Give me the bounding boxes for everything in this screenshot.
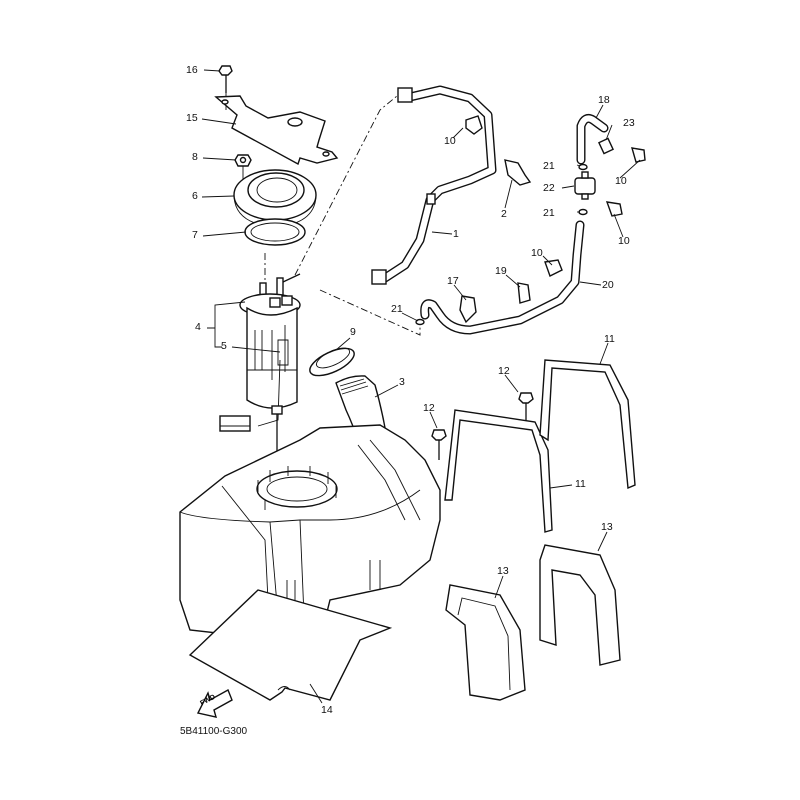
leader-lines — [201, 69, 641, 704]
clamp-10b — [631, 147, 646, 163]
callout-2: 2 — [501, 208, 507, 220]
damper-13b — [539, 544, 621, 666]
clamp-10c — [605, 201, 623, 217]
clip-21b — [578, 208, 588, 216]
clamp-17 — [459, 295, 477, 324]
callout-19: 19 — [495, 265, 507, 277]
callout-15: 15 — [186, 112, 198, 124]
callout-21c: 21 — [391, 303, 403, 315]
fwd-arrow-icon — [196, 689, 233, 718]
callout-3: 3 — [399, 376, 405, 388]
protector-plate-14 — [188, 589, 393, 701]
callout-22: 22 — [543, 182, 555, 194]
callout-18: 18 — [598, 94, 610, 106]
callout-10b: 10 — [615, 175, 627, 187]
valve-22 — [574, 171, 596, 200]
damper-13a — [445, 584, 526, 701]
bolt-12b — [518, 392, 534, 420]
callout-5: 5 — [221, 340, 227, 352]
callout-14: 14 — [321, 704, 333, 716]
callout-10c: 10 — [618, 235, 630, 247]
fuel-pump-4 — [219, 273, 301, 500]
callout-13b: 13 — [601, 521, 613, 533]
callout-6: 6 — [192, 190, 198, 202]
callout-11a: 11 — [604, 333, 615, 345]
callout-9: 9 — [350, 326, 356, 338]
tank-band-11b — [539, 359, 636, 490]
callout-23: 23 — [623, 117, 635, 129]
clamp-19 — [517, 282, 531, 304]
callout-21b: 21 — [543, 207, 555, 219]
clip-21a — [578, 163, 588, 171]
fuel-cap-9 — [309, 347, 355, 377]
retainer-ring-6 — [233, 169, 317, 228]
callout-12b: 12 — [498, 365, 510, 377]
callout-13a: 13 — [497, 565, 509, 577]
clamp-10d — [544, 259, 563, 277]
hose-20 — [420, 220, 585, 335]
callout-10a: 10 — [444, 135, 456, 147]
clamp-10a — [465, 115, 483, 135]
callout-11b: 11 — [575, 478, 586, 490]
callout-4: 4 — [195, 321, 201, 333]
cap-23 — [598, 137, 614, 155]
bracket-15 — [214, 95, 339, 166]
holder-2 — [504, 159, 532, 186]
callout-7: 7 — [192, 229, 198, 241]
fuel-hose-1 — [371, 85, 497, 285]
callout-20: 20 — [602, 279, 614, 291]
bolt-12a — [431, 429, 447, 460]
breather-hose-18 — [576, 114, 609, 165]
callout-12a: 12 — [423, 402, 435, 414]
diagram-code: 5B41100-G300 — [180, 726, 248, 737]
callout-21a: 21 — [543, 160, 555, 172]
callout-8: 8 — [192, 151, 198, 163]
callout-1: 1 — [453, 228, 459, 240]
gasket-7 — [244, 218, 306, 246]
callout-17: 17 — [447, 275, 459, 287]
callout-16: 16 — [186, 64, 198, 76]
callout-10d: 10 — [531, 247, 543, 259]
tank-band-11a — [444, 409, 553, 533]
